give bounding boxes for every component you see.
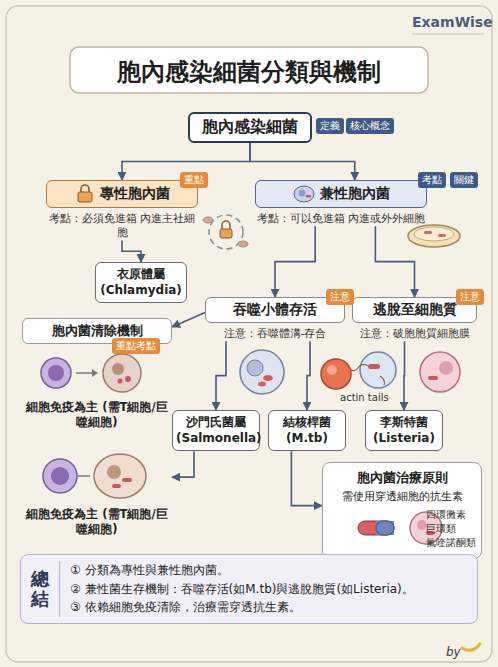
node-heading: 細胞免疫為主 (需T細胞/巨噬細胞)	[22, 507, 172, 537]
node-text: 考點：可以免進箱 內進或外外細胞	[255, 212, 427, 226]
label: by	[446, 645, 461, 659]
tag: 重點考點	[112, 338, 160, 354]
label: actin tails	[340, 392, 389, 403]
category-box: 專性胞內菌考點：必須免進箱 內進主社細胞	[46, 180, 198, 241]
node-text: 需使用穿透細胞的抗生素	[331, 489, 473, 504]
node-text: 考點：必須免進箱 內進主社細胞	[46, 212, 198, 241]
label: 巨環類	[426, 522, 456, 536]
label: 四環黴素	[426, 508, 466, 522]
tag: 注意	[326, 289, 354, 305]
node-text: 注意：吞噬體溝-存合	[205, 327, 345, 341]
genus-box: 結核桿菌 (M.tb)	[268, 410, 346, 451]
connector-arrow	[250, 143, 355, 180]
heading-box: 吞噬小體存活	[205, 297, 345, 323]
heading-box: 專性胞內菌	[46, 180, 198, 208]
icon	[74, 184, 96, 204]
node-heading: 專性胞內菌	[100, 185, 170, 203]
tag: 關鍵	[450, 172, 478, 188]
category-box: 兼性胞內菌考點：可以免進箱 內進或外外細胞	[255, 180, 427, 226]
connector-arrow	[403, 341, 405, 410]
icon	[292, 184, 316, 204]
label: 氟喹諾酮類	[426, 536, 476, 550]
tag: 重點	[180, 172, 208, 188]
illustration	[22, 347, 172, 397]
node-text: ① 分類為專性與兼性胞內菌。	[70, 561, 471, 580]
tag: 核心概念	[346, 118, 394, 134]
node-heading: 李斯特菌 (Listeria)	[369, 415, 439, 446]
genus-box: 沙門氏菌屬 (Salmonella)	[172, 410, 260, 451]
node-heading: 結核桿菌 (M.tb)	[272, 415, 342, 446]
node-heading: 衣原體屬 (Chlamydia)	[99, 267, 183, 298]
connector-arrow	[172, 313, 205, 327]
genus-box: 衣原體屬 (Chlamydia)	[95, 262, 187, 303]
root-box: 胞內感染細菌	[188, 112, 312, 143]
node-heading: 逃脫至細胞質	[373, 301, 457, 319]
connector-arrow	[216, 341, 226, 410]
connector-arrow	[172, 451, 194, 477]
panel: 胞內菌清除機制細胞免疫為主 (需T細胞/巨噬細胞)	[22, 318, 172, 430]
node-text: 注意：破胞胞質細胞膜	[352, 327, 477, 341]
summary-lines: ① 分類為專性與兼性胞內菌。② 兼性菌生存機制：吞噬存活(如M.tb)與逃脫胞質…	[59, 561, 471, 617]
node-heading: 吞噬小體存活	[233, 301, 317, 319]
summary-band: 總結① 分類為專性與兼性胞內菌。② 兼性菌生存機制：吞噬存活(如M.tb)與逃脫…	[20, 554, 478, 624]
node-heading: 沙門氏菌屬 (Salmonella)	[176, 415, 256, 446]
connector-arrow	[307, 341, 310, 410]
node-heading: 胞內感染細菌	[196, 117, 304, 138]
tag: 定義	[316, 118, 344, 134]
node-text: ③ 依賴細胞免疫清除，治療需穿透抗生素。	[70, 598, 471, 617]
panel: 細胞免疫為主 (需T細胞/巨噬細胞)	[22, 445, 172, 537]
node-heading: 胞內菌治療原則	[331, 469, 473, 487]
label: ExamWise	[412, 14, 493, 30]
node-heading: 兼性胞內菌	[320, 185, 390, 203]
node-heading: 總結	[31, 569, 49, 609]
genus-box: 李斯特菌 (Listeria)	[365, 410, 443, 451]
connector-arrow	[275, 226, 315, 297]
tag: 注意	[456, 289, 484, 305]
heading-box: 兼性胞內菌	[255, 180, 427, 208]
mechanism-box: 吞噬小體存活注意：吞噬體溝-存合	[205, 297, 345, 341]
node-text: 細胞免疫為主 (需T細胞/巨噬細胞)	[22, 400, 172, 430]
node-text: ② 兼性菌生存機制：吞噬存活(如M.tb)與逃脫胞質(如Listeria)。	[70, 580, 471, 599]
connector-arrow	[291, 451, 322, 505]
title: 胞內感染細菌分類與機制	[0, 56, 498, 88]
illustration	[22, 448, 172, 504]
connector-arrow	[122, 241, 141, 262]
connector-arrow	[375, 226, 414, 297]
tag: 考點	[418, 172, 446, 188]
